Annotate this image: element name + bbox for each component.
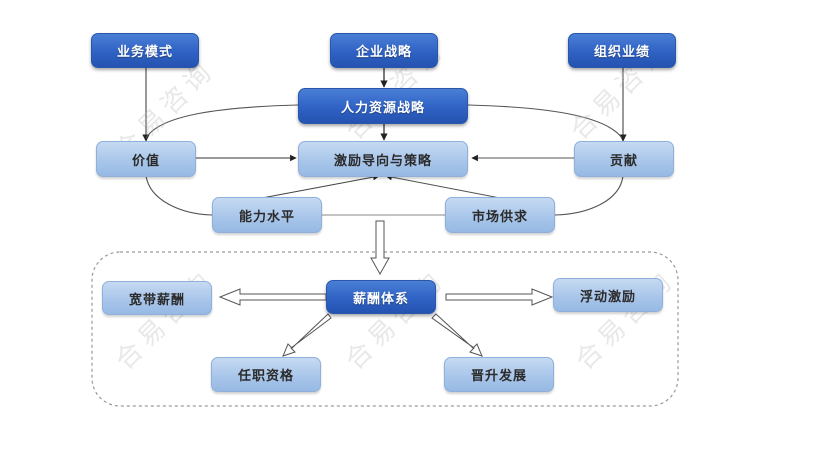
hollow-arrow-to-floating <box>445 288 554 306</box>
node-hr-strategy: 人力资源战略 <box>298 88 468 124</box>
node-promotion-development: 晋升发展 <box>444 357 554 392</box>
node-job-qualification: 任职资格 <box>211 357 321 392</box>
node-compensation-system: 薪酬体系 <box>326 280 436 314</box>
connector-market-to-incentive <box>385 173 501 199</box>
compensation-region-border <box>91 251 679 407</box>
curve-value-to-capability <box>145 175 213 216</box>
node-floating-incentive: 浮动激励 <box>553 278 663 312</box>
hollow-arrow-down <box>370 220 390 276</box>
node-business-model: 业务模式 <box>91 33 199 68</box>
node-market-supply-demand: 市场供求 <box>445 197 555 233</box>
curve-hr-to-contribution <box>467 104 623 139</box>
node-incentive-strategy: 激励导向与策略 <box>298 141 468 177</box>
curve-contribution-to-market <box>554 175 624 216</box>
node-value: 价值 <box>96 141 196 177</box>
connector-capability-to-incentive <box>261 173 380 199</box>
node-org-performance: 组织业绩 <box>568 33 676 68</box>
hollow-arrow-to-promotion <box>431 313 483 357</box>
node-capability-level: 能力水平 <box>212 197 322 233</box>
node-broadband-pay: 宽带薪酬 <box>102 281 212 315</box>
hollow-arrow-to-qualification <box>282 313 332 357</box>
node-corporate-strategy: 企业战略 <box>330 33 438 68</box>
hollow-arrow-to-broadband <box>218 288 327 306</box>
curve-hr-to-value <box>145 104 299 139</box>
node-contribution: 贡献 <box>574 141 674 177</box>
